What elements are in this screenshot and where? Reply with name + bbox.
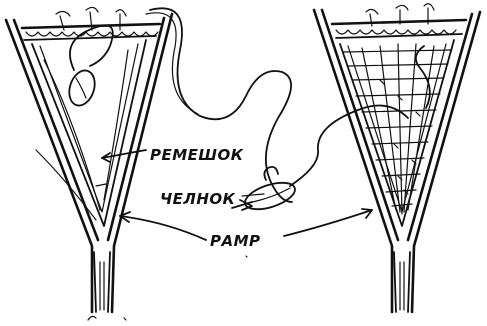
strap-label: РЕМЕШОК [150,146,244,164]
left-frame [6,7,172,312]
frame-label: РАМР [210,232,261,250]
twine [146,8,292,202]
right-frame [314,4,480,312]
shuttle-label: ЧЕЛНОК [160,190,236,208]
